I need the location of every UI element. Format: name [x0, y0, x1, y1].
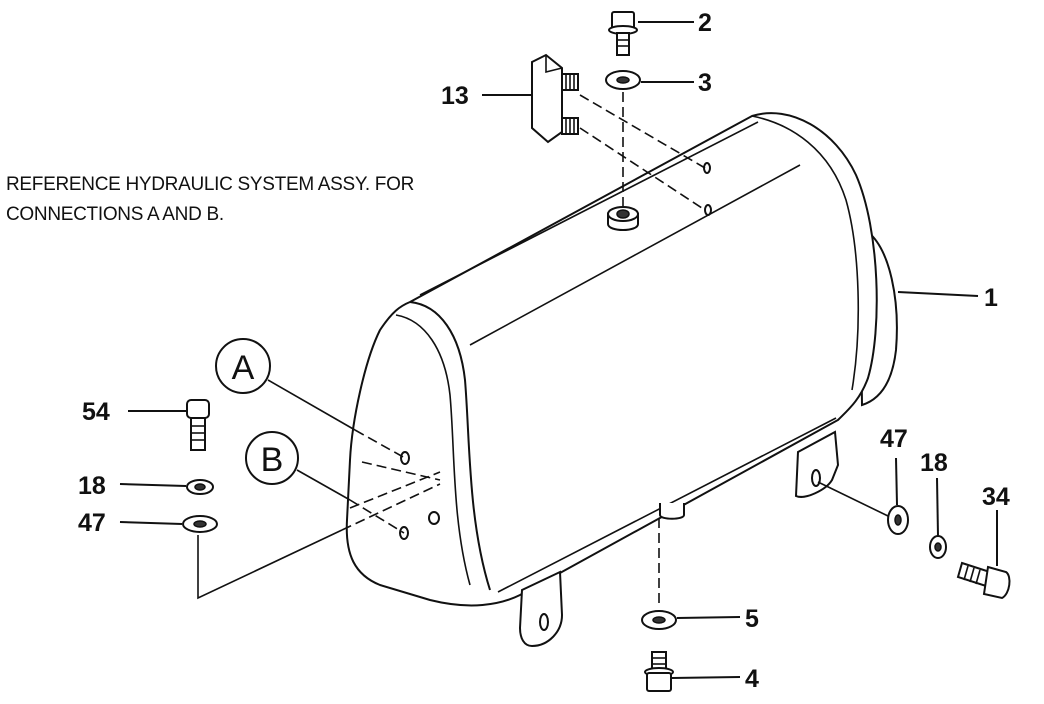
- leader-b-dashed: [349, 499, 405, 534]
- connection-b-label: B: [261, 441, 284, 479]
- tank-top-seam: [419, 121, 759, 296]
- leader-right-assembly: [817, 481, 889, 517]
- callout-47-right: 47: [880, 425, 908, 453]
- reference-note-line-2: CONNECTIONS A AND B.: [6, 204, 224, 225]
- washer-3-hole: [616, 76, 630, 84]
- tank-bracket-front: [518, 570, 564, 648]
- tank-body: [345, 112, 878, 607]
- bracket-rear-hole: [811, 469, 821, 487]
- flat-washer-47-left-hole: [193, 520, 207, 528]
- tank-bracket-rear: [794, 430, 840, 498]
- callout-34: 34: [982, 483, 1010, 511]
- tank-top-highlight: [469, 164, 801, 346]
- callout-18-right: 18: [920, 449, 948, 477]
- callout-13: 13: [441, 82, 469, 110]
- fitting-block-edge: [545, 55, 563, 74]
- leader-18-left: [119, 483, 187, 487]
- bolt-34-head: [982, 565, 1011, 600]
- leader-left-to-bracket: [341, 483, 441, 531]
- bracket-front-hole: [539, 613, 549, 631]
- tank-rear-seam: [751, 115, 860, 391]
- connection-b-circle: [245, 431, 299, 485]
- tank-top-hole: [704, 204, 712, 216]
- leader-47-right: [895, 457, 898, 506]
- leader-47-left: [119, 521, 183, 525]
- leader-18-right: [936, 477, 939, 537]
- callout-54: 54: [82, 398, 110, 426]
- flat-washer-47-right-hole: [894, 514, 902, 526]
- leader-left-assembly: [197, 529, 343, 600]
- bolt-2-shank: [616, 32, 630, 56]
- lock-washer-18-right-hole: [934, 542, 942, 552]
- connection-a-label: A: [232, 349, 255, 387]
- reference-note-line-1: REFERENCE HYDRAULIC SYSTEM ASSY. FOR: [6, 174, 414, 195]
- leader-5: [676, 616, 741, 619]
- tank-drain-boss: [659, 503, 685, 520]
- leader-a: [267, 379, 356, 431]
- leader-13-to-tank: [579, 94, 706, 169]
- tank-fill-port-hole: [616, 209, 630, 219]
- bolt-54-shank: [190, 417, 206, 451]
- leader-a-dashed: [354, 429, 406, 459]
- tank-front-cap-seam: [395, 314, 471, 586]
- drain-plug-4: [644, 651, 674, 692]
- bolt-54-head: [186, 399, 210, 419]
- port-hole: [428, 511, 440, 525]
- bolt-2: [608, 11, 638, 56]
- drain-plug-4-head: [646, 672, 672, 692]
- washer-5-hole: [652, 616, 666, 624]
- callout-47-left: 47: [78, 509, 106, 537]
- fitting-block-body: [531, 53, 563, 144]
- leader-ab-cross-2: [349, 471, 441, 509]
- leader-1: [897, 291, 979, 297]
- callout-5: 5: [745, 605, 759, 633]
- connection-a-circle: [215, 338, 271, 394]
- bolt-34: [956, 561, 1011, 600]
- callout-1: 1: [984, 284, 998, 312]
- bolt-54: [186, 399, 210, 451]
- port-a-hole: [400, 451, 410, 465]
- leader-4: [671, 676, 741, 679]
- hydraulic-tank: [345, 112, 898, 648]
- lock-washer-18-left-hole: [194, 483, 206, 491]
- callout-2: 2: [698, 9, 712, 37]
- callout-4: 4: [745, 665, 759, 693]
- fitting-block: [531, 53, 579, 144]
- leader-13-to-tank-lower: [579, 127, 706, 211]
- callout-18-left: 18: [78, 472, 106, 500]
- tank-front-cap-edge: [409, 301, 491, 591]
- callout-3: 3: [698, 69, 712, 97]
- leader-b: [296, 469, 351, 501]
